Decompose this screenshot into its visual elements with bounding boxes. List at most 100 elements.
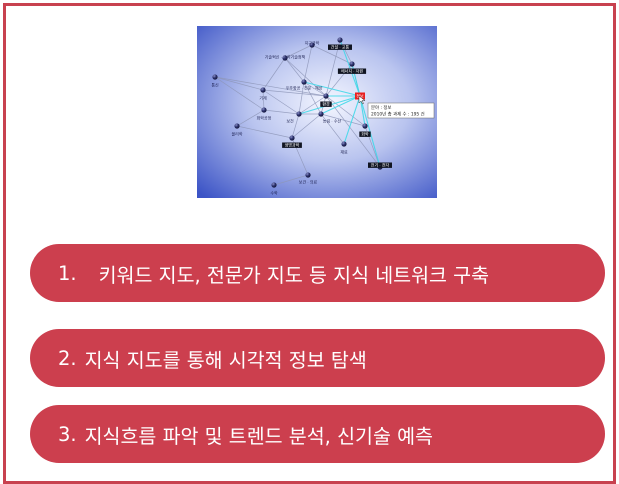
node-label: 기계 [259, 95, 267, 101]
node-label: 우주항공ㆍ천문ㆍ해양 [286, 85, 323, 91]
highlighted-node-marker [355, 92, 365, 100]
network-node-n14[interactable]: 물리학 [231, 123, 243, 137]
network-edge [320, 113, 345, 145]
node-label: 에너지ㆍ자원 [341, 68, 363, 74]
node-label: 농림ㆍ수산 [323, 118, 342, 124]
network-edge [262, 89, 265, 111]
node-label-bg [337, 68, 367, 74]
node-dot [323, 93, 329, 99]
network-edge [291, 113, 300, 139]
tooltip-box [367, 102, 435, 119]
node-label: 재료 [340, 149, 348, 155]
node-label: 지구과학 [305, 40, 320, 46]
network-node-n4[interactable]: 에너지ㆍ자원 [337, 61, 367, 74]
list-item-2: 2. 지식 지도를 통해 시각적 정보 탐색 [30, 329, 605, 387]
network-node-n17[interactable]: 재료 [340, 141, 348, 155]
network-node-n6[interactable]: 우주항공ㆍ천문ㆍ해양 [286, 79, 323, 91]
highlighted-edge [343, 95, 361, 145]
network-edge [214, 76, 265, 111]
network-edge [262, 57, 286, 91]
node-label: 정보 [356, 93, 364, 99]
network-edge [262, 89, 300, 115]
network-edge [236, 109, 265, 127]
node-dot [282, 55, 288, 61]
network-node-n19[interactable]: 수학 [270, 182, 278, 196]
node-label: 보건 [286, 118, 294, 124]
node-dot [337, 37, 343, 43]
network-edge [284, 57, 327, 97]
node-dot [212, 74, 218, 80]
node-label: 화학 [361, 131, 369, 137]
node-label: 생명과학 [285, 142, 300, 148]
node-label: 전기ㆍ전자 [371, 162, 390, 168]
node-dot [296, 111, 302, 117]
list-item-number: 1. [58, 261, 77, 285]
node-label: 환경 [322, 101, 330, 107]
network-node-n7[interactable]: 기계 [259, 87, 267, 101]
node-label: 기술혁신ㆍ과학기술정책 [265, 54, 306, 60]
list-item-text: 지식흐름 파악 및 트렌드 분석, 신기술 예측 [84, 424, 433, 448]
network-node-n3[interactable]: 기술혁신ㆍ과학기술정책 [265, 54, 306, 61]
network-edge [236, 125, 293, 139]
node-dot [301, 79, 307, 85]
network-edge [284, 57, 305, 83]
network-node-n1[interactable]: 지구과학 [305, 40, 320, 48]
network-edge [311, 44, 353, 65]
node-dot [309, 42, 315, 48]
network-graph: 지구과학건설ㆍ교통기술혁신ㆍ과학기술정책에너지ㆍ자원통신우주항공ㆍ천문ㆍ해양기계… [197, 26, 437, 198]
cursor-icon [358, 95, 366, 105]
network-edge [298, 95, 327, 115]
highlighted-edge [320, 95, 361, 115]
highlighted-edge [303, 81, 361, 97]
node-dot [318, 111, 324, 117]
network-node-n18[interactable]: 보건ㆍ의료 [299, 172, 318, 185]
network-edge [291, 113, 322, 139]
network-edge [303, 44, 313, 83]
node-dot [234, 123, 240, 129]
network-edge [325, 95, 366, 127]
network-node-n10[interactable]: 정보 [355, 92, 365, 100]
node-dot [362, 123, 368, 129]
network-edge [262, 89, 327, 97]
network-node-n13[interactable]: 화학 [359, 123, 371, 137]
node-label: 물리학 [231, 131, 242, 137]
network-node-n11[interactable]: 화학공정 [257, 107, 272, 121]
node-label-bg [368, 162, 392, 168]
node-label-bg [359, 131, 371, 137]
node-label-bg [328, 44, 352, 50]
node-dot [271, 182, 277, 188]
network-node-n16[interactable]: 생명과학 [282, 135, 302, 148]
network-node-n5[interactable]: 통신 [211, 74, 219, 88]
network-edge [214, 76, 264, 91]
node-label-bg [320, 101, 332, 107]
network-node-n8[interactable]: 환경 [320, 93, 332, 107]
tooltip-line2: 2010년 총 과제 수 : 195 건 [371, 111, 425, 118]
node-dot [261, 107, 267, 113]
node-dot [305, 172, 311, 178]
node-label: 화학공정 [257, 115, 272, 121]
node-label: 건설ㆍ교통 [331, 44, 350, 50]
network-edge [284, 44, 313, 59]
network-edge [214, 76, 327, 97]
node-label: 통신 [211, 82, 219, 88]
network-node-n15[interactable]: 전기ㆍ전자 [368, 162, 392, 170]
network-node-n2[interactable]: 건설ㆍ교통 [328, 37, 352, 50]
node-dot [260, 87, 266, 93]
network-node-n12[interactable]: 농림ㆍ수산 [318, 111, 342, 124]
network-edge [273, 174, 309, 186]
list-item-text: 키워드 지도, 전문가 지도 등 지식 네트워크 구축 [98, 263, 490, 287]
network-edge [320, 113, 366, 127]
node-label: 수학 [270, 190, 278, 196]
tooltip-line1: 분야 : 정보 [371, 104, 391, 111]
node-label: 보건ㆍ의료 [299, 179, 318, 185]
list-item-text: 지식 지도를 통해 시각적 정보 탐색 [84, 348, 367, 372]
list-item-3: 3. 지식흐름 파악 및 트렌드 분석, 신기술 예측 [30, 405, 605, 463]
list-item-number: 2. [58, 346, 77, 370]
network-node-n9[interactable]: 보건 [286, 111, 302, 124]
network-edge [263, 109, 300, 115]
slide-border [3, 3, 616, 484]
node-label-bg [282, 142, 302, 148]
network-edge [303, 81, 327, 97]
node-dot [289, 135, 295, 141]
